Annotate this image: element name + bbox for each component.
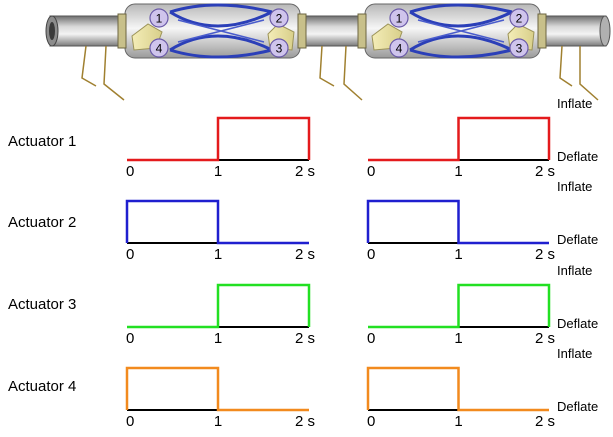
segment-ring — [357, 13, 367, 49]
marker-circle — [149, 8, 169, 28]
braided-mesh — [169, 3, 273, 59]
marker-circle — [389, 38, 409, 58]
segment-ring — [297, 13, 307, 49]
marker-3: 3 — [509, 38, 529, 58]
signal-plot-actuator-4-left: 0 1 2 s — [125, 366, 315, 430]
marker-1: 1 — [389, 8, 409, 28]
tick-label: 1 — [214, 330, 222, 347]
tick-label: 1 — [214, 413, 222, 430]
tick-label: 1 — [214, 246, 222, 263]
row-label-actuator-3: Actuator 3 — [8, 296, 76, 313]
robot-illustration: 1 2 3 4 1 2 3 4 — [45, 3, 611, 101]
tick-label: 0 — [126, 246, 134, 263]
tick-label: 0 — [367, 413, 375, 430]
marker-number: 2 — [516, 12, 523, 26]
tick-label: 2 s — [295, 246, 315, 263]
marker-2: 2 — [269, 8, 289, 28]
signal-plot-actuator-1-left: 0 1 2 s — [126, 116, 315, 180]
tube-opening — [49, 22, 55, 40]
marker-number: 3 — [516, 42, 523, 56]
tick-label: 2 s — [535, 413, 555, 430]
marker-circle — [509, 8, 529, 28]
tick-label: 2 s — [295, 163, 315, 180]
signal-trace — [366, 199, 549, 245]
tick-label: 2 s — [535, 163, 555, 180]
marker-1: 1 — [149, 8, 169, 28]
marker-circle — [269, 8, 289, 28]
tick-label: 0 — [126, 163, 134, 180]
marker-4: 4 — [389, 38, 409, 58]
marker-circle — [269, 38, 289, 58]
marker-number: 2 — [276, 12, 283, 26]
tick-label: 1 — [454, 163, 462, 180]
row-label-actuator-2: Actuator 2 — [8, 214, 76, 231]
state-label-inflate: Inflate — [557, 346, 592, 361]
marker-circle — [389, 8, 409, 28]
segment-ring — [537, 13, 547, 49]
tick-label: 2 s — [295, 413, 315, 430]
actuator-markers: 1 2 3 4 1 2 3 4 — [149, 8, 529, 58]
marker-number: 4 — [156, 42, 163, 56]
tick-label: 2 s — [535, 330, 555, 347]
row-label-actuator-1: Actuator 1 — [8, 133, 76, 150]
signal-trace — [368, 283, 551, 329]
tick-label: 1 — [454, 413, 462, 430]
row-labels: Actuator 1 Actuator 2 Actuator 3 Actuato… — [8, 133, 76, 395]
segment-ring — [117, 13, 127, 49]
state-label-inflate: Inflate — [557, 96, 592, 111]
signal-trace — [368, 116, 551, 162]
tick-label: 1 — [214, 163, 222, 180]
tick-label: 0 — [367, 163, 375, 180]
tube-end-right — [599, 15, 611, 47]
tick-label: 2 s — [535, 246, 555, 263]
marker-circle — [149, 38, 169, 58]
signal-plot-actuator-2-left: 0 1 2 s — [125, 199, 315, 263]
marker-number: 3 — [276, 42, 283, 56]
tick-label: 1 — [454, 330, 462, 347]
signal-trace — [125, 199, 309, 245]
marker-number: 4 — [396, 42, 403, 56]
state-label-deflate: Deflate — [557, 316, 598, 331]
braided-mesh — [409, 3, 513, 59]
state-label-deflate: Deflate — [557, 399, 598, 414]
marker-3: 3 — [269, 38, 289, 58]
marker-4: 4 — [149, 38, 169, 58]
tick-label: 0 — [126, 413, 134, 430]
tethers — [81, 45, 599, 101]
row-label-actuator-4: Actuator 4 — [8, 378, 76, 395]
state-label-deflate: Deflate — [557, 149, 598, 164]
signal-plot-actuator-3-left: 0 1 2 s — [126, 283, 315, 347]
signal-trace — [127, 116, 311, 162]
state-label-inflate: Inflate — [557, 179, 592, 194]
marker-number: 1 — [156, 12, 163, 26]
marker-number: 1 — [396, 12, 403, 26]
tick-label: 2 s — [295, 330, 315, 347]
tick-label: 0 — [367, 246, 375, 263]
signal-trace — [366, 366, 549, 412]
state-label-inflate: Inflate — [557, 263, 592, 278]
tick-label: 1 — [454, 246, 462, 263]
state-label-deflate: Deflate — [557, 232, 598, 247]
marker-2: 2 — [509, 8, 529, 28]
tick-label: 0 — [126, 330, 134, 347]
signal-trace — [127, 283, 311, 329]
marker-circle — [509, 38, 529, 58]
tick-label: 0 — [367, 330, 375, 347]
signal-trace — [125, 366, 309, 412]
